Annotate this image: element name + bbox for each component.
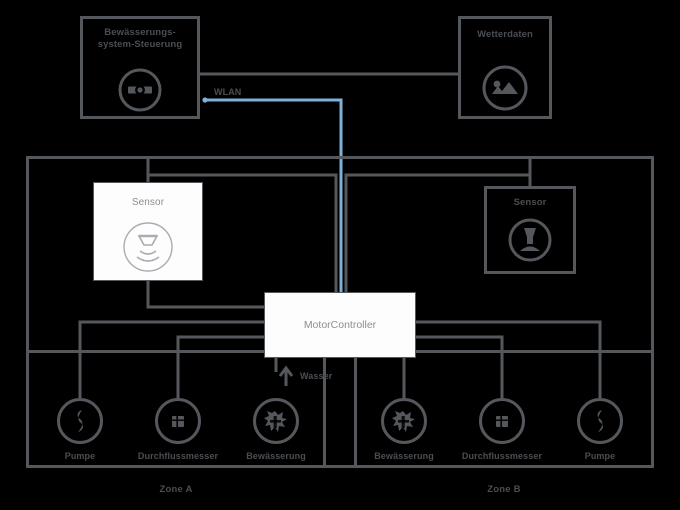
zone-a-water-annotation: Wasser (300, 371, 333, 381)
secondary-sensor-box[interactable]: Sensor (484, 186, 576, 274)
weather-data-label: Wetterdaten (477, 29, 533, 40)
main-sensor-label: Sensor (131, 197, 165, 208)
zone-a-caption: Zone A (159, 484, 193, 495)
water-flow-arrow-icon (278, 365, 294, 386)
motor-controller-box[interactable]: MotorController (264, 292, 416, 358)
motor-controller-label: MotorController (303, 319, 377, 331)
zone-b-caption: Zone B (487, 484, 521, 495)
zone-a-group-box (26, 350, 326, 468)
zone-b-group-box (354, 350, 654, 468)
zone-b-device-pump-label: Pumpe (584, 451, 616, 461)
zone-a-device-flow-meter-label: Durchflussmesser (137, 451, 219, 461)
wireless-link-origin-dot (202, 97, 208, 103)
wireless-link-wire (205, 98, 343, 292)
zone-b-device-pump[interactable]: Pumpe (552, 398, 648, 461)
zone-a-device-pump-label: Pumpe (64, 451, 96, 461)
pump-icon (577, 398, 623, 444)
gauge-icon (117, 67, 163, 118)
cloud-icon (480, 63, 530, 118)
ultrasonic-sensor-icon (120, 219, 176, 280)
zone-a-device-sprinkler-label: Bewässerung (246, 451, 306, 461)
zone-b-device-flow-meter-label: Durchflussmesser (461, 451, 543, 461)
zone-a-device-flow-meter[interactable]: Durchflussmesser (130, 398, 226, 461)
main-sensor-box[interactable]: Sensor (93, 182, 203, 281)
sprinkler-icon (381, 398, 427, 444)
wireless-link-label: WLAN (214, 87, 242, 97)
pressure-sensor-icon (505, 215, 555, 270)
system-container (26, 156, 654, 468)
flow-meter-icon (155, 398, 201, 444)
weather-data-box[interactable]: Wetterdaten (458, 16, 552, 119)
secondary-sensor-label: Sensor (513, 197, 547, 208)
zone-a-device-sprinkler[interactable]: Bewässerung (228, 398, 324, 461)
zone-b-device-sprinkler[interactable]: Bewässerung (356, 398, 452, 461)
control-unit-label: Bewässerungs- system-Steuerung (97, 27, 183, 50)
control-unit-box[interactable]: Bewässerungs- system-Steuerung (80, 16, 200, 119)
zone-b-device-sprinkler-label: Bewässerung (374, 451, 434, 461)
zone-a-device-pump[interactable]: Pumpe (32, 398, 128, 461)
zone-b-device-flow-meter[interactable]: Durchflussmesser (454, 398, 550, 461)
pump-icon (57, 398, 103, 444)
flow-meter-icon (479, 398, 525, 444)
sprinkler-icon (253, 398, 299, 444)
